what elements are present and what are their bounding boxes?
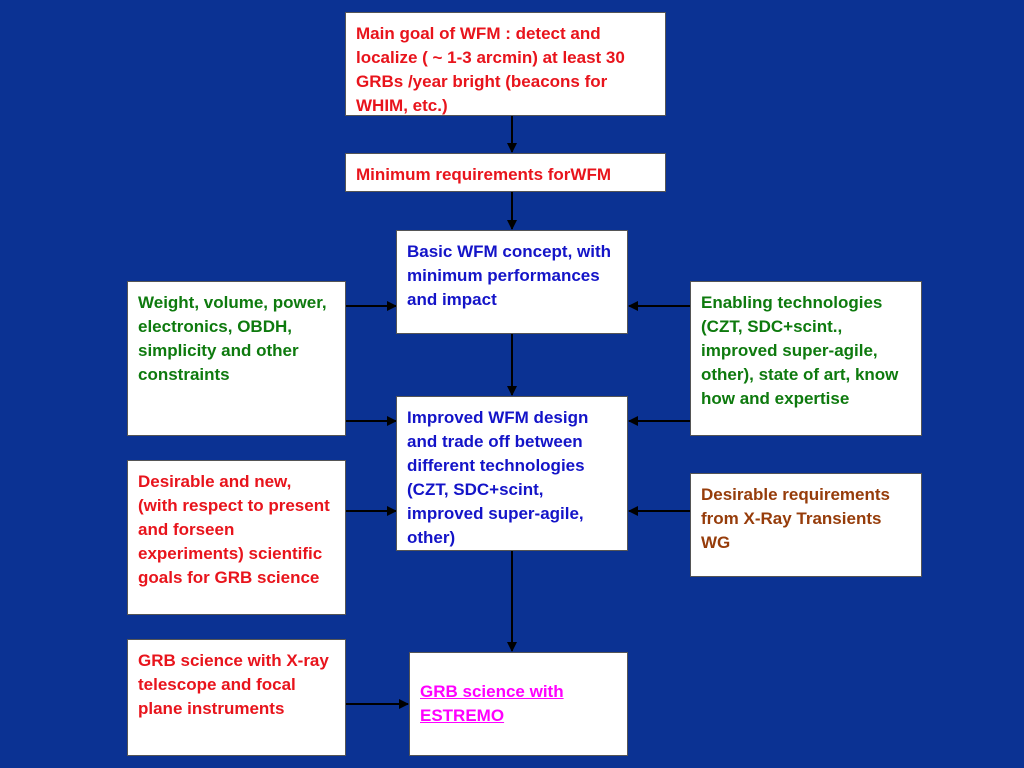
main-goal-box: Main goal of WFM : detect and localize (…: [345, 12, 666, 116]
constraints-box: Weight, volume, power, electronics, OBDH…: [127, 281, 346, 436]
min-requirements-box: Minimum requirements forWFM: [345, 153, 666, 192]
desirable-requirements-box: Desirable requirements from X-Ray Transi…: [690, 473, 922, 577]
desirable-goals-box: Desirable and new, (with respect to pres…: [127, 460, 346, 615]
estremo-box: GRB science with ESTREMO: [409, 652, 628, 756]
xray-telescope-box: GRB science with X-ray telescope and foc…: [127, 639, 346, 756]
basic-concept-box: Basic WFM concept, with minimum performa…: [396, 230, 628, 334]
improved-design-box: Improved WFM design and trade off betwee…: [396, 396, 628, 551]
estremo-link[interactable]: GRB science with ESTREMO: [420, 682, 564, 725]
enabling-tech-box: Enabling technologies (CZT, SDC+scint., …: [690, 281, 922, 436]
